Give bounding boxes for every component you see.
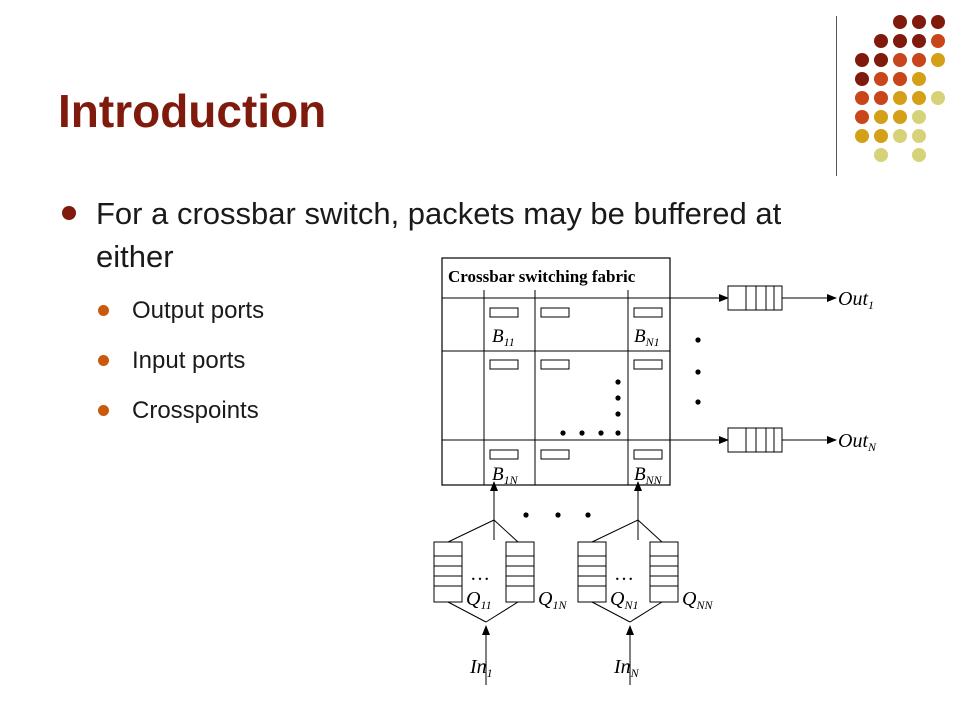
queue-ellipsis-1: …	[470, 563, 490, 585]
decorative-dot	[893, 15, 907, 29]
input-ellipsis-dots	[523, 512, 591, 518]
crossbar-grid	[442, 290, 670, 485]
buffer-label-b11: B11	[492, 326, 515, 349]
output-label-outn: OutN	[838, 430, 877, 454]
crosspoint-buffers	[489, 307, 663, 460]
input-label-inn: InN	[613, 656, 640, 680]
decorative-dot	[855, 53, 869, 67]
decorative-dot	[931, 91, 945, 105]
queue-qn1	[577, 541, 607, 603]
decorative-dot	[874, 129, 888, 143]
decorative-dot	[874, 148, 888, 162]
decorative-dot	[912, 34, 926, 48]
buffer-label-b1n: B1N	[492, 464, 519, 487]
queue-label-q11: Q11	[466, 588, 492, 612]
queue-label-qnn: QNN	[682, 588, 713, 612]
queue-q11	[433, 541, 463, 603]
sub-bullet-list: Output ports Input ports Crosspoints	[60, 286, 820, 436]
decorative-dot	[893, 129, 907, 143]
sub-bullet-crosspoints: Crosspoints	[60, 386, 820, 436]
input-label-in1: In1	[469, 656, 493, 680]
decorative-dot	[874, 72, 888, 86]
fabric-ellipsis-dots	[560, 379, 621, 436]
output-ellipsis-dots	[695, 337, 701, 405]
decorative-dot	[855, 72, 869, 86]
decorative-dot	[893, 110, 907, 124]
decorative-dot-grid	[855, 15, 945, 162]
queue-label-qn1: QN1	[610, 588, 638, 612]
fabric-label: Crossbar switching fabric	[448, 267, 636, 286]
bullet-text: For a crossbar switch, packets may be bu…	[96, 196, 782, 274]
crossbar-diagram: Crossbar switching fabric B11 BN1 B1N BN…	[441, 257, 728, 487]
decorative-dot	[893, 91, 907, 105]
decorative-dot	[874, 53, 888, 67]
fabric-box	[441, 257, 671, 486]
title-divider	[836, 16, 837, 176]
queue-ellipsis-n: …	[614, 563, 634, 585]
output-label-out1: Out1	[838, 288, 874, 312]
buffer-label-bnn: BNN	[634, 464, 663, 487]
sub-bullet-output-ports: Output ports	[60, 286, 820, 336]
input-group-n	[591, 519, 663, 623]
decorative-dot	[893, 34, 907, 48]
buffer-label-bn1: BN1	[634, 326, 660, 349]
sub-bullet-input-ports: Input ports	[60, 336, 820, 386]
decorative-dot	[855, 91, 869, 105]
queue-qnn	[649, 541, 679, 603]
input-group-1	[447, 519, 519, 623]
page-title: Introduction	[58, 85, 327, 137]
decorative-dot	[912, 110, 926, 124]
decorative-dot	[912, 129, 926, 143]
decorative-dot	[931, 53, 945, 67]
decorative-dot	[874, 110, 888, 124]
queue-q1n	[505, 541, 535, 603]
queue-label-q1n: Q1N	[538, 588, 567, 612]
output-section: Out1 OutN	[670, 285, 877, 454]
decorative-dot	[893, 72, 907, 86]
decorative-dot	[912, 53, 926, 67]
decorative-dot	[912, 72, 926, 86]
decorative-dot	[912, 15, 926, 29]
decorative-dot	[912, 148, 926, 162]
decorative-dot	[931, 34, 945, 48]
decorative-dot	[855, 110, 869, 124]
decorative-dot	[874, 91, 888, 105]
decorative-dot	[893, 53, 907, 67]
output-queue-out1	[727, 285, 783, 311]
output-queue-outn	[727, 427, 783, 453]
bullet-item: For a crossbar switch, packets may be bu…	[60, 192, 820, 278]
decorative-dot	[874, 34, 888, 48]
decorative-dot	[912, 91, 926, 105]
input-section: … Q11 Q1N In1 … QN1 QNN InN	[433, 481, 713, 685]
decorative-dot	[931, 15, 945, 29]
bullet-list: For a crossbar switch, packets may be bu…	[60, 192, 820, 436]
decorative-dot	[855, 129, 869, 143]
